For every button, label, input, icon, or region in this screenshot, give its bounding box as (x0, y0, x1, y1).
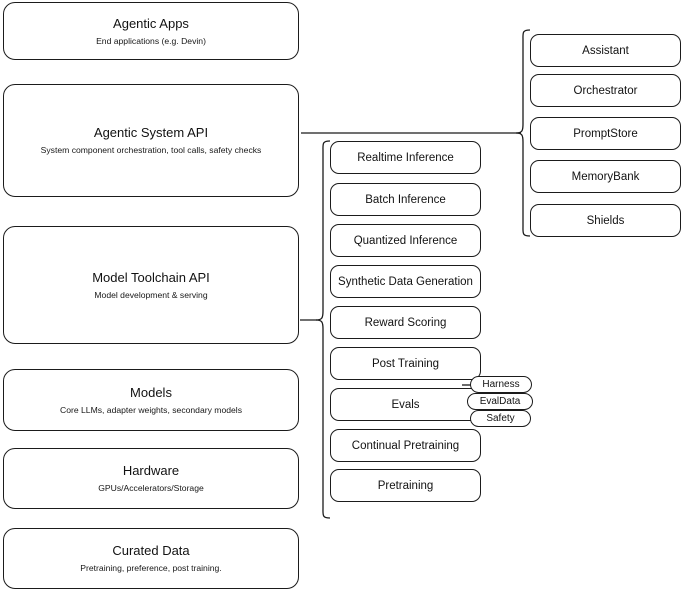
chip-label: PromptStore (573, 127, 638, 140)
toolchain-chip-synthetic-data-generation[interactable]: Synthetic Data Generation (330, 265, 481, 298)
layer-subtitle: Model development & serving (94, 289, 208, 300)
toolchain-chip-evals[interactable]: Evals (330, 388, 481, 421)
chip-label: Reward Scoring (364, 316, 447, 329)
chip-label: Batch Inference (365, 193, 446, 206)
layer-agentic-apps[interactable]: Agentic Apps End applications (e.g. Devi… (3, 2, 299, 60)
layer-subtitle: Pretraining, preference, post training. (80, 563, 222, 574)
layer-subtitle: System component orchestration, tool cal… (40, 145, 262, 156)
system-chip-assistant[interactable]: Assistant (530, 34, 681, 67)
toolchain-chip-continual-pretraining[interactable]: Continual Pretraining (330, 429, 481, 462)
toolchain-chip-pretraining[interactable]: Pretraining (330, 469, 481, 502)
eval-badge-safety[interactable]: Safety (470, 410, 531, 427)
badge-label: EvalData (479, 396, 521, 407)
toolchain-chip-reward-scoring[interactable]: Reward Scoring (330, 306, 481, 339)
toolchain-chip-realtime-inference[interactable]: Realtime Inference (330, 141, 481, 174)
layer-hardware[interactable]: Hardware GPUs/Accelerators/Storage (3, 448, 299, 509)
chip-label: Shields (586, 214, 625, 227)
chip-label: Pretraining (377, 479, 434, 492)
system-chip-shields[interactable]: Shields (530, 204, 681, 237)
brace-system-components (515, 29, 531, 237)
layer-subtitle: Core LLMs, adapter weights, secondary mo… (60, 404, 242, 415)
toolchain-chip-post-training[interactable]: Post Training (330, 347, 481, 380)
chip-label: Quantized Inference (353, 234, 458, 247)
system-chip-promptstore[interactable]: PromptStore (530, 117, 681, 150)
layer-subtitle: End applications (e.g. Devin) (96, 35, 206, 46)
layer-model-toolchain-api[interactable]: Model Toolchain API Model development & … (3, 226, 299, 344)
layer-title: Curated Data (112, 543, 190, 558)
system-chip-memorybank[interactable]: MemoryBank (530, 160, 681, 193)
chip-label: MemoryBank (571, 170, 640, 183)
chip-label: Evals (391, 398, 420, 411)
layer-title: Hardware (122, 463, 180, 478)
layer-title: Model Toolchain API (92, 269, 210, 285)
badge-label: Harness (482, 379, 520, 390)
chip-label: Realtime Inference (357, 151, 454, 164)
eval-badge-evaldata[interactable]: EvalData (467, 393, 533, 410)
layer-agentic-system-api[interactable]: Agentic System API System component orch… (3, 84, 299, 197)
layer-title: Agentic Apps (113, 15, 189, 31)
chip-label: Assistant (582, 44, 629, 57)
layer-curated-data[interactable]: Curated Data Pretraining, preference, po… (3, 528, 299, 589)
badge-label: Safety (486, 413, 515, 424)
chip-label: Synthetic Data Generation (338, 275, 473, 288)
layer-subtitle: GPUs/Accelerators/Storage (98, 483, 204, 494)
toolchain-chip-quantized-inference[interactable]: Quantized Inference (330, 224, 481, 257)
toolchain-chip-batch-inference[interactable]: Batch Inference (330, 183, 481, 216)
eval-badge-harness[interactable]: Harness (470, 376, 532, 393)
layer-models[interactable]: Models Core LLMs, adapter weights, secon… (3, 369, 299, 431)
chip-label: Post Training (371, 357, 440, 370)
layer-title: Models (130, 384, 172, 400)
system-chip-orchestrator[interactable]: Orchestrator (530, 74, 681, 107)
brace-toolchain-components (315, 140, 331, 519)
layer-title: Agentic System API (93, 125, 209, 140)
chip-label: Continual Pretraining (351, 439, 460, 452)
chip-label: Orchestrator (573, 84, 638, 97)
